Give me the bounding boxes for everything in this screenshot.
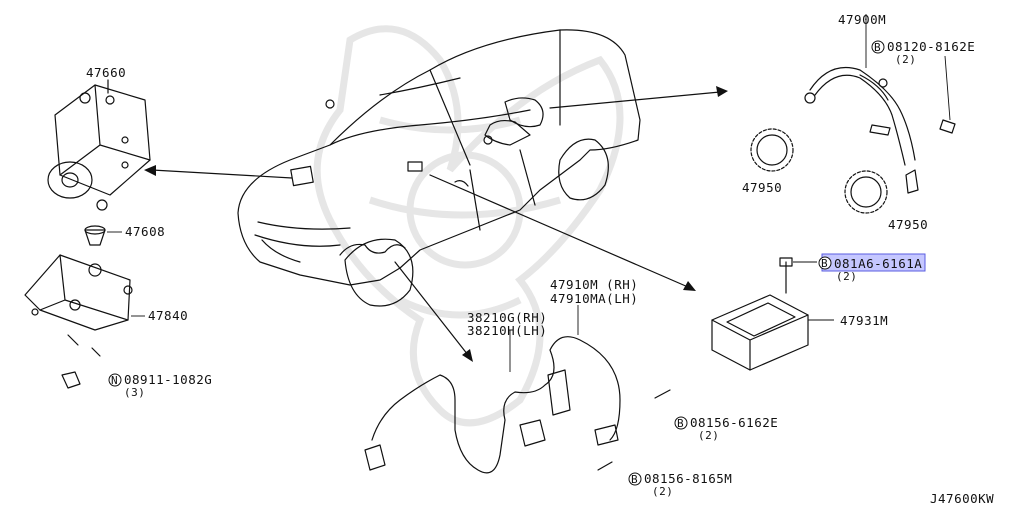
label-081A6-marker: B <box>821 257 828 270</box>
label-47910M: 47910M (RH) <box>550 277 638 292</box>
watermark-emblem <box>313 25 624 427</box>
label-081A6-qty: (2) <box>836 270 857 283</box>
bolt-marker-icon <box>674 416 688 430</box>
bolt-marker-icon <box>871 40 885 54</box>
label-08156-8165M: 08156-8165M <box>644 471 732 486</box>
label-47950-upper: 47950 <box>742 180 782 195</box>
wheel-sensor-harness-icon <box>804 14 956 194</box>
label-47840: 47840 <box>148 308 188 323</box>
label-08156-6162E: 08156-6162E <box>690 415 778 430</box>
leader-arrows <box>144 86 728 362</box>
label-08156a-marker: B <box>677 417 684 430</box>
label-47910MA: 47910MA(LH) <box>550 291 638 306</box>
part-labels: 47660 47608 47840 N 08911-1082G (3) 4790… <box>86 12 994 506</box>
label-47900M: 47900M <box>838 12 886 27</box>
nut-marker-icon <box>108 373 122 387</box>
label-47660: 47660 <box>86 65 126 80</box>
bolt-marker-icon <box>818 256 832 270</box>
actuator-bracket-icon <box>24 254 145 389</box>
tone-ring-lower-icon <box>844 170 888 214</box>
grommet-icon <box>84 225 122 246</box>
front-wheel-sensor-harness-icon <box>364 305 671 474</box>
label-08120-marker: B <box>874 41 881 54</box>
label-47931M: 47931M <box>840 313 888 328</box>
bolt-marker-icon <box>628 472 642 486</box>
label-38210G: 38210G(RH) <box>467 310 547 325</box>
label-08911-marker: N <box>111 374 118 387</box>
label-08911-1082G: 08911-1082G <box>124 372 212 387</box>
label-47608: 47608 <box>125 224 165 239</box>
label-08120-8162E: 08120-8162E <box>887 39 975 54</box>
label-081A6-6161A[interactable]: 081A6-6161A <box>834 256 922 271</box>
label-08911-qty: (3) <box>124 386 145 399</box>
label-38210H: 38210H(LH) <box>467 323 547 338</box>
diagram-id: J47600KW <box>930 491 994 506</box>
label-08156b-qty: (2) <box>652 485 673 498</box>
label-08120-qty: (2) <box>895 53 916 66</box>
tone-ring-upper-icon <box>750 128 794 172</box>
abs-actuator-icon <box>47 79 151 211</box>
label-08156b-marker: B <box>631 473 638 486</box>
yaw-rate-sensor-icon <box>711 257 834 371</box>
label-08156a-qty: (2) <box>698 429 719 442</box>
label-47950-lower: 47950 <box>888 217 928 232</box>
